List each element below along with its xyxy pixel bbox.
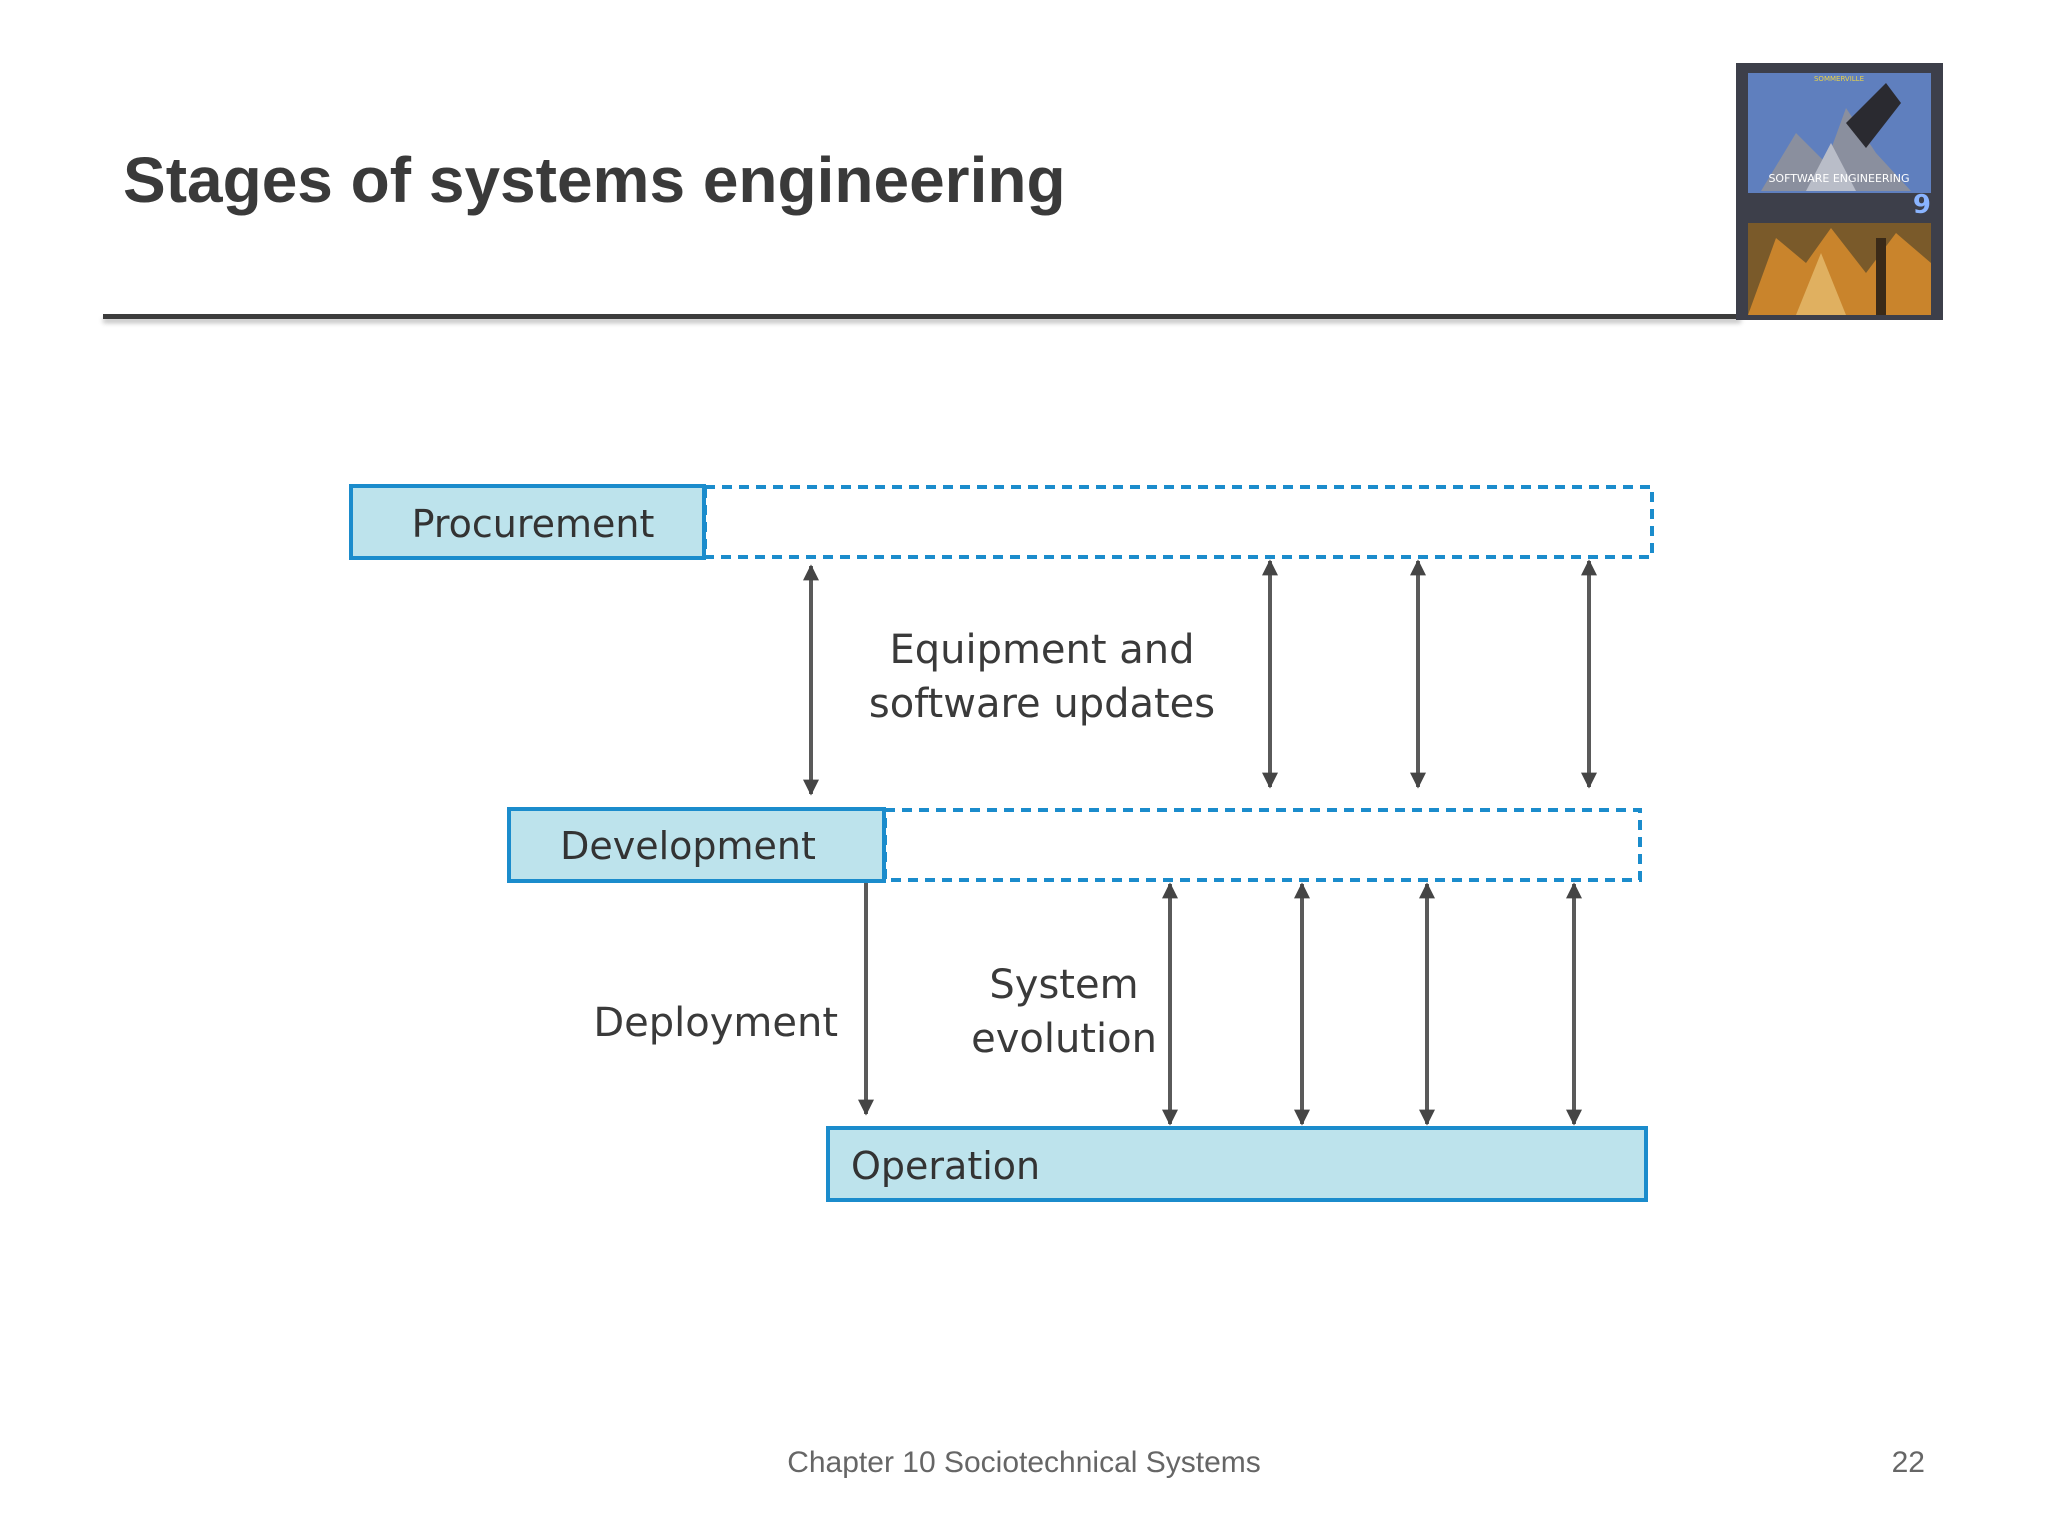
development-stage-box xyxy=(507,807,886,883)
book-cover-title: SOFTWARE ENGINEERING xyxy=(1768,172,1909,185)
updates-label-line1: Equipment and xyxy=(889,627,1194,673)
procurement-label: Procurement xyxy=(412,502,655,546)
svg-text:SOMMERVILLE: SOMMERVILLE xyxy=(1814,75,1864,83)
book-cover-edition: 9 xyxy=(1913,190,1931,220)
updates-label-line2: software updates xyxy=(869,681,1215,727)
page-number: 22 xyxy=(1891,1446,1925,1479)
procurement-dashed-extent xyxy=(703,485,1654,559)
procurement-stage-box xyxy=(349,484,706,560)
book-cover-art: SOMMERVILLE SOFTWARE ENGINEERING 9 xyxy=(1736,63,1943,320)
operation-label: Operation xyxy=(851,1144,1040,1188)
operation-stage-box xyxy=(826,1126,1648,1202)
slide-footer: Chapter 10 Sociotechnical Systems xyxy=(787,1446,1261,1479)
deployment-label: Deployment xyxy=(593,1000,838,1046)
book-cover-image: SOMMERVILLE SOFTWARE ENGINEERING 9 xyxy=(1736,63,1943,320)
development-dashed-extent xyxy=(883,808,1642,882)
evolution-label-line2: evolution xyxy=(971,1016,1157,1062)
title-divider xyxy=(103,314,1741,319)
slide-title: Stages of systems engineering xyxy=(123,144,1066,216)
evolution-label-line1: System xyxy=(989,962,1138,1008)
development-label: Development xyxy=(560,824,816,868)
